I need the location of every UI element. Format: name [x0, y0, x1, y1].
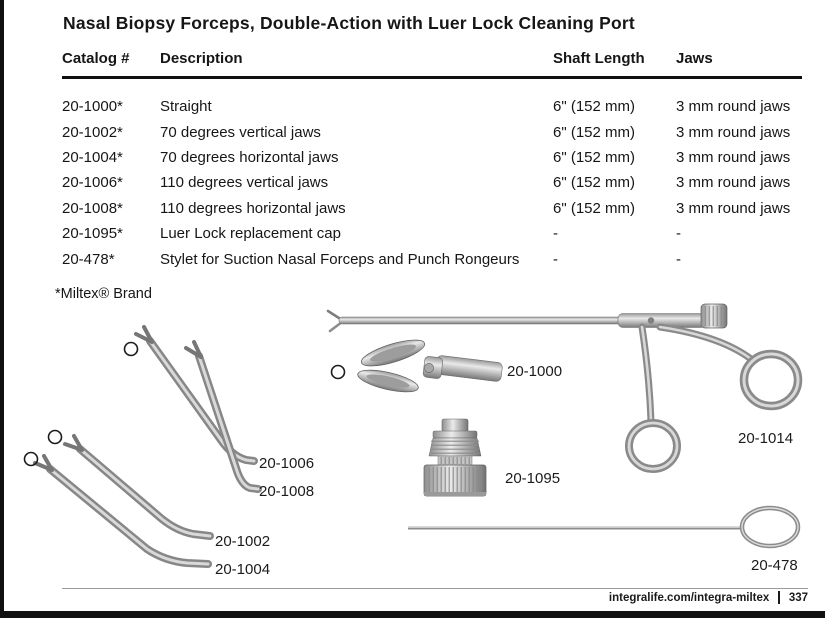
marker-circle [47, 429, 63, 445]
figure-main-forceps [326, 303, 803, 473]
luer-lock-knob [700, 303, 728, 329]
brand-note: *Miltex® Brand [55, 286, 152, 302]
table-row: 20-478* Stylet for Suction Nasal Forceps… [62, 246, 802, 271]
table-row: 20-1095* Luer Lock replacement cap - - [62, 221, 802, 246]
column-header-catalog: Catalog # [62, 50, 160, 79]
cell-catalog: 20-1095* [62, 225, 123, 243]
figure-tip-closeup [357, 339, 503, 393]
cell-description: Luer Lock replacement cap [160, 225, 341, 243]
cell-jaws: - [676, 225, 681, 243]
column-header-shaft-length: Shaft Length [553, 50, 676, 79]
figure-label-20-1002: 20-1002 [215, 533, 271, 550]
cell-jaws: 3 mm round jaws [676, 148, 791, 166]
cell-shaft-length: 6" (152 mm) [553, 174, 636, 192]
spacer-row [62, 78, 802, 95]
figure-label-20-1095: 20-1095 [505, 470, 561, 487]
column-header-description: Description [160, 50, 553, 79]
left-edge-bar [0, 0, 4, 618]
table-row: 20-1000* Straight 6" (152 mm) 3 mm round… [62, 94, 802, 119]
footer-page-number: 337 [788, 591, 808, 604]
cell-description: 110 degrees horizontal jaws [160, 199, 346, 217]
marker-circles [23, 341, 346, 467]
cell-shaft-length: 6" (152 mm) [553, 98, 636, 116]
column-header-jaws: Jaws [676, 50, 802, 79]
cell-shaft-length: 6" (152 mm) [553, 199, 636, 217]
cell-jaws: 3 mm round jaws [676, 174, 791, 192]
footer-url: integralife.com/integra-miltex [608, 591, 770, 604]
figure-angled-forceps-110-horizontal [184, 340, 262, 493]
cell-shaft-length: 6" (152 mm) [553, 123, 636, 141]
cell-description: 70 degrees vertical jaws [160, 123, 321, 141]
cell-shaft-length: - [553, 250, 558, 268]
table-row: 20-1008* 110 degrees horizontal jaws 6" … [62, 196, 802, 221]
figure-angled-forceps-70-horizontal [33, 454, 212, 568]
cell-shaft-length: - [553, 225, 558, 243]
cell-description: Straight [160, 98, 212, 116]
cell-catalog: 20-478* [62, 250, 115, 268]
figure-label-20-1008: 20-1008 [259, 483, 315, 500]
cell-catalog: 20-1008* [62, 199, 123, 217]
figure-label-20-1014: 20-1014 [738, 430, 794, 447]
bottom-bar [0, 611, 825, 618]
cell-catalog: 20-1004* [62, 148, 123, 166]
table-header-row: Catalog # Description Shaft Length Jaws [62, 50, 802, 79]
product-illustrations [23, 303, 803, 568]
marker-circle [123, 341, 139, 357]
figure-label-20-1000: 20-1000 [507, 363, 563, 380]
cell-catalog: 20-1000* [62, 98, 123, 116]
cell-jaws: 3 mm round jaws [676, 199, 791, 217]
cell-description: 70 degrees horizontal jaws [160, 148, 339, 166]
cell-jaws: - [676, 250, 681, 268]
marker-circle [23, 451, 39, 467]
figure-stylet [408, 505, 801, 549]
figure-cleaning-cap [423, 418, 487, 497]
product-table: Catalog # Description Shaft Length Jaws … [62, 50, 802, 272]
cell-description: Stylet for Suction Nasal Forceps and Pun… [160, 250, 520, 268]
figure-label-20-1004: 20-1004 [215, 561, 271, 578]
table-row: 20-1004* 70 degrees horizontal jaws 6" (… [62, 145, 802, 170]
footer-rule [62, 588, 808, 589]
footer-divider [778, 591, 780, 604]
table-row: 20-1002* 70 degrees vertical jaws 6" (15… [62, 119, 802, 144]
figure-angled-forceps-70-vertical [63, 434, 214, 540]
footer: integralife.com/integra-miltex 337 [609, 591, 808, 604]
forceps-shaft [338, 316, 644, 325]
table-row: 20-1006* 110 degrees vertical jaws 6" (1… [62, 170, 802, 195]
cell-description: 110 degrees vertical jaws [160, 174, 329, 192]
cell-jaws: 3 mm round jaws [676, 98, 791, 116]
cell-catalog: 20-1006* [62, 174, 123, 192]
cell-catalog: 20-1002* [62, 123, 123, 141]
cell-jaws: 3 mm round jaws [676, 123, 791, 141]
figure-label-20-478: 20-478 [751, 557, 798, 574]
figure-label-20-1006: 20-1006 [259, 455, 315, 472]
marker-circle [330, 364, 346, 380]
forceps-pivot [647, 317, 655, 324]
cell-shaft-length: 6" (152 mm) [553, 148, 636, 166]
page-title: Nasal Biopsy Forceps, Double-Action with… [63, 13, 635, 33]
